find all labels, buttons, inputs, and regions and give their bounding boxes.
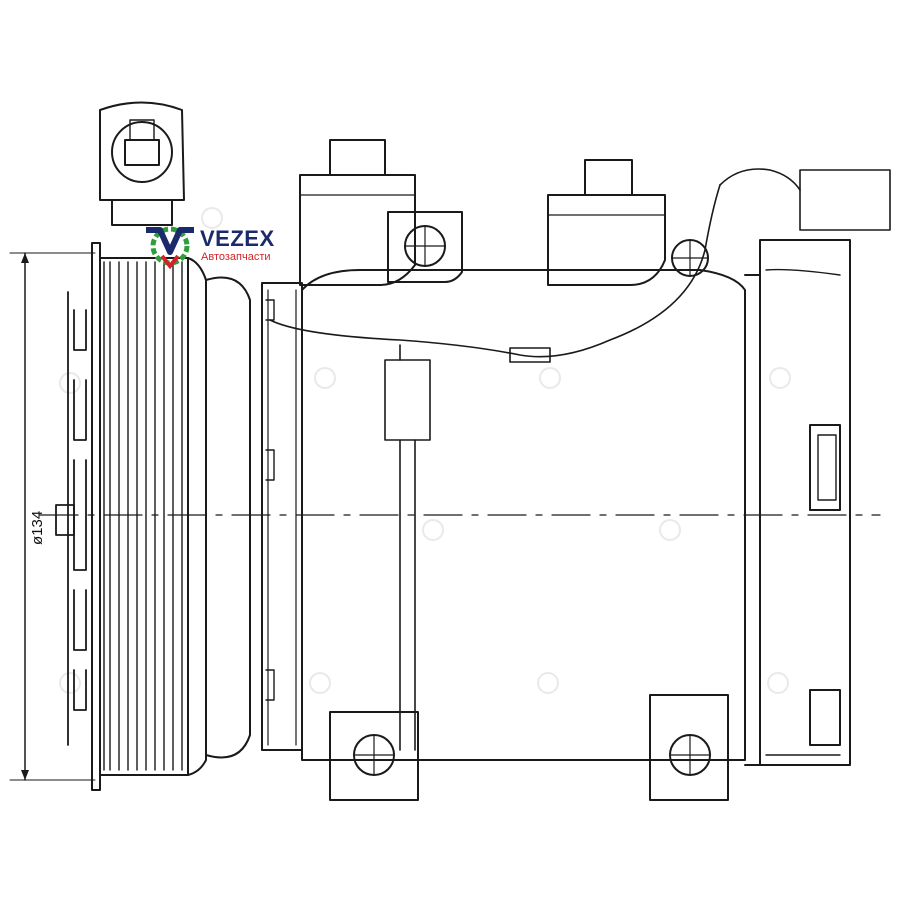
clutch-plate [55,291,87,746]
compressor-body [301,269,761,766]
vezex-gear-icon [146,226,194,270]
line-art [9,101,891,801]
mount-top [387,211,463,283]
rear-head [759,239,851,766]
watermark-layer [59,207,791,694]
logo-subtitle: Автозапчасти [201,251,271,263]
logo-title: VEZEX [200,226,275,251]
dimension-label: ø134 [29,511,46,545]
pulley [91,242,251,791]
wire-harness [269,168,891,751]
mount-bottom-left [329,711,419,801]
top-port-left [299,139,416,286]
electrical-connector [99,101,185,226]
mount-bottom-right [649,694,729,801]
vezex-logo: VEZEX Автозапчасти [140,222,300,270]
top-port-right [547,159,666,286]
front-cover [261,282,303,751]
